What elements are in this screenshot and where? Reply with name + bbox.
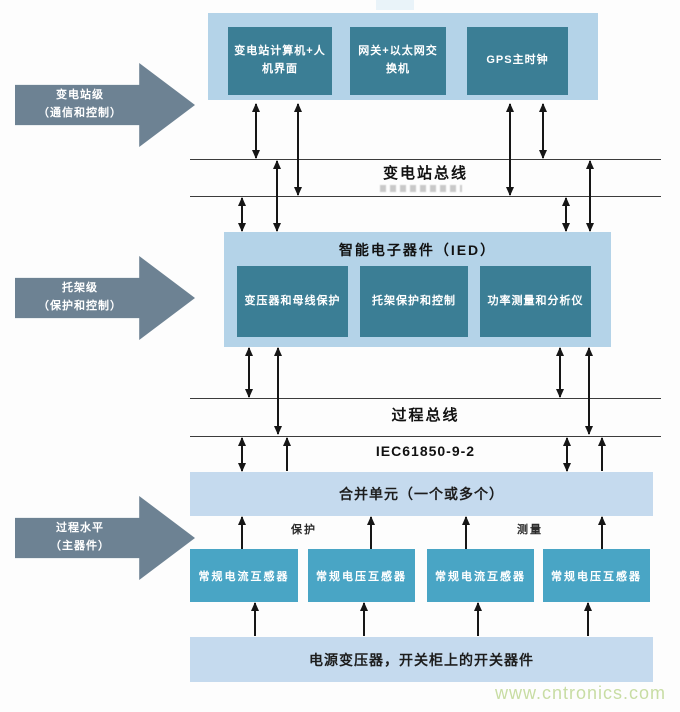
level-arrow-bay: 托架级 （保护和控制） [15,256,195,340]
top-edge-tab [376,0,414,10]
level-arrow-station-label: 变电站级 （通信和控制） [15,63,145,147]
process-bus-label: 过程总线 [391,407,460,424]
device-box-label: 变压器和母线保护 [244,294,341,307]
sensor-box-label: 常规电压互感器 [551,570,642,583]
sensor-box-voltage-transformer-1: 常规电压互感器 [308,549,415,602]
faded-watermark-strip [380,185,462,192]
ied-panel-title: 智能电子器件（IED） [338,242,497,258]
process-bus-protocol-label: IEC61850-9-2 [375,443,476,459]
vertical-arrow [250,602,259,636]
vertical-arrow [538,103,547,159]
vertical-arrow [237,197,246,232]
merging-unit-bar: 合并单元（一个或多个） [190,472,653,516]
station-bus-label: 变电站总线 [382,165,468,182]
station-bus-line-bottom [190,196,661,197]
device-box-gateway-switch: 网关+以太网交换机 [350,27,446,95]
level-label-line: 变电站级 [56,89,104,102]
device-box-power-measurement-analyzer: 功率测量和分析仪 [480,266,591,337]
vertical-arrow [273,347,282,435]
vertical-arrow [251,103,260,159]
level-label-line: （保护和控制） [38,300,122,312]
process-bus-line-bottom [190,436,661,437]
vertical-arrow [473,602,482,636]
vertical-arrow [584,347,593,435]
sensor-box-current-transformer-1: 常规电流互感器 [190,549,298,602]
vertical-arrow [562,437,571,472]
vertical-arrow [359,602,368,636]
sensor-box-label: 常规电压互感器 [316,570,407,583]
merging-unit-label: 合并单元（一个或多个） [339,486,504,502]
vertical-arrow [282,437,291,471]
measurement-label: 测量 [517,524,543,536]
vertical-arrow [237,516,246,549]
vertical-arrow [597,437,606,471]
vertical-arrow [561,197,570,232]
sensor-box-current-transformer-2: 常规电流互感器 [427,549,534,602]
device-box-label: 变电站计算机+人机界面 [234,45,326,75]
ied-panel: 智能电子器件（IED） 变压器和母线保护 托架保护和控制 功率测量和分析仪 [224,232,611,347]
device-box-transformer-busbar-protection: 变压器和母线保护 [237,266,348,337]
vertical-arrow [366,516,375,549]
level-arrow-process-label: 过程水平 （主器件） [15,496,145,580]
vertical-arrow [597,516,606,549]
primary-equipment-label: 电源变压器，开关柜上的开关器件 [309,651,534,668]
device-box-station-computer: 变电站计算机+人机界面 [228,27,332,95]
vertical-arrow [583,602,592,636]
primary-equipment-bar: 电源变压器，开关柜上的开关器件 [190,637,653,682]
device-box-label: 功率测量和分析仪 [487,294,584,307]
level-label-line: （主器件） [50,540,110,552]
vertical-arrow [585,160,594,232]
vertical-arrow [244,347,253,398]
level-arrow-process: 过程水平 （主器件） [15,496,195,580]
protection-label: 保护 [291,524,317,536]
level-label-line: 过程水平 [56,522,104,535]
vertical-arrow [461,516,470,549]
device-box-label: 托架保护和控制 [372,294,456,307]
vertical-arrow [293,103,302,196]
sensor-box-voltage-transformer-2: 常规电压互感器 [543,549,650,602]
station-level-panel: 变电站计算机+人机界面 网关+以太网交换机 GPS主时钟 [208,13,598,100]
device-box-gps-clock: GPS主时钟 [467,27,568,95]
vertical-arrow [237,437,246,472]
vertical-arrow [272,160,281,232]
level-label-line: 托架级 [62,282,98,295]
vertical-arrow [555,347,564,398]
vertical-arrow [505,103,514,196]
device-box-label: GPS主时钟 [486,54,549,67]
device-box-bay-protection-control: 托架保护和控制 [360,266,468,337]
level-label-line: （通信和控制） [38,107,122,119]
site-watermark: www.cntronics.com [495,683,667,703]
station-bus-line-top [190,159,661,160]
process-bus-line-top [190,398,661,399]
sensor-box-label: 常规电流互感器 [198,570,290,583]
device-box-label: 网关+以太网交换机 [358,45,438,75]
level-arrow-station: 变电站级 （通信和控制） [15,63,195,147]
sensor-box-label: 常规电流互感器 [435,570,526,583]
level-arrow-bay-label: 托架级 （保护和控制） [15,256,145,340]
